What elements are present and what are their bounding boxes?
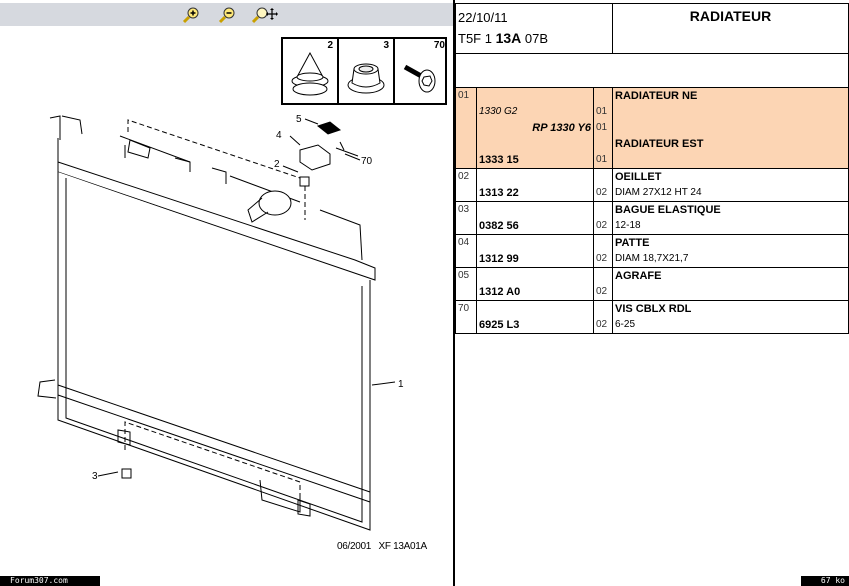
part-name: OEILLET — [615, 171, 662, 183]
grommet-icon — [291, 51, 329, 96]
part-ref[interactable]: 6925 L3 — [479, 319, 520, 331]
part-ref[interactable]: 1312 99 — [479, 253, 519, 265]
screw-icon — [403, 64, 436, 93]
group-code: T5F 1 13A 07B — [458, 30, 549, 46]
blank-row — [455, 53, 849, 88]
callout-3: 3 — [92, 471, 98, 482]
item-number: 04 — [455, 234, 477, 268]
table-row-04[interactable]: 04 1312 99 02 PATTE DIAM 18,7X21,7 — [455, 234, 849, 268]
quantity: 02 — [596, 286, 608, 297]
callout-70: 70 — [361, 156, 373, 167]
page-title: RADIATEUR — [612, 3, 849, 54]
part-desc — [615, 284, 846, 300]
alt-ref: RP 1330 Y6 — [532, 122, 591, 134]
part-ref[interactable]: 1333 15 — [479, 154, 519, 166]
part-ref[interactable]: 1312 A0 — [479, 286, 521, 298]
callout-5: 5 — [296, 114, 302, 125]
item-number: 70 — [455, 300, 477, 334]
quantity: 02 — [596, 253, 608, 264]
table-row-01[interactable]: 01 1330 G2 RP 1330 Y6 1333 15 01 01 01 R… — [455, 87, 849, 169]
elastic-ring-icon — [347, 63, 385, 94]
quantity: 02 — [596, 319, 608, 330]
quantity: 02 — [596, 220, 608, 231]
parts-table-pane: 22/10/11 T5F 1 13A 07B RADIATEUR 01 1330… — [455, 3, 849, 334]
part-desc: 6-25 — [615, 319, 636, 330]
table-row-05[interactable]: 05 1312 A0 02 AGRAFE — [455, 267, 849, 301]
header-info: 22/10/11 T5F 1 13A 07B — [455, 3, 613, 54]
zoom-out-icon[interactable] — [218, 6, 238, 24]
diagram-reference: 06/2001 XF 13A01A — [337, 541, 427, 552]
toolbar — [0, 3, 453, 26]
zoom-in-icon[interactable] — [182, 6, 202, 24]
item-number: 05 — [455, 267, 477, 301]
part-name: AGRAFE — [615, 270, 662, 282]
thumbnail-part-70[interactable]: 70 — [395, 39, 449, 103]
part-ref[interactable]: 0382 56 — [479, 220, 519, 232]
part-name: PATTE — [615, 237, 650, 249]
thumbnail-part-3[interactable]: 3 — [339, 39, 395, 103]
part-name: RADIATEUR EST — [615, 138, 704, 150]
item-number: 02 — [455, 168, 477, 202]
diagram-pane: 2 3 70 — [0, 3, 453, 552]
alt-ref: 1330 G2 — [479, 106, 518, 117]
parts-table: 22/10/11 T5F 1 13A 07B RADIATEUR 01 1330… — [455, 3, 849, 334]
site-label: Forum307.com — [0, 576, 100, 586]
item-number: 03 — [455, 201, 477, 235]
table-row-70[interactable]: 70 6925 L3 02 VIS CBLX RDL 6-25 — [455, 300, 849, 334]
thumbnail-part-2[interactable]: 2 — [283, 39, 339, 103]
part-thumbnails: 2 3 70 — [281, 37, 447, 105]
part-name: VIS CBLX RDL — [615, 303, 692, 315]
zoom-pan-icon[interactable] — [251, 6, 279, 24]
part-name: BAGUE ELASTIQUE — [615, 204, 721, 216]
part-ref[interactable]: 1313 22 — [479, 187, 519, 199]
part-desc: 12-18 — [615, 220, 641, 231]
part-name: RADIATEUR NE — [615, 90, 698, 102]
part-desc: DIAM 27X12 HT 24 — [615, 187, 702, 198]
table-row-02[interactable]: 02 1313 22 02 OEILLET DIAM 27X12 HT 24 — [455, 168, 849, 202]
callout-1: 1 — [398, 379, 404, 390]
radiator-exploded-diagram — [37, 115, 396, 531]
file-size: 67 ko — [801, 576, 849, 586]
pane-divider[interactable] — [453, 0, 455, 586]
quantity: 02 — [596, 187, 608, 198]
callout-2: 2 — [274, 159, 280, 170]
date: 22/10/11 — [458, 10, 508, 25]
table-row-03[interactable]: 03 0382 56 02 BAGUE ELASTIQUE 12-18 — [455, 201, 849, 235]
part-desc: DIAM 18,7X21,7 — [615, 253, 689, 264]
callout-4: 4 — [276, 130, 282, 141]
